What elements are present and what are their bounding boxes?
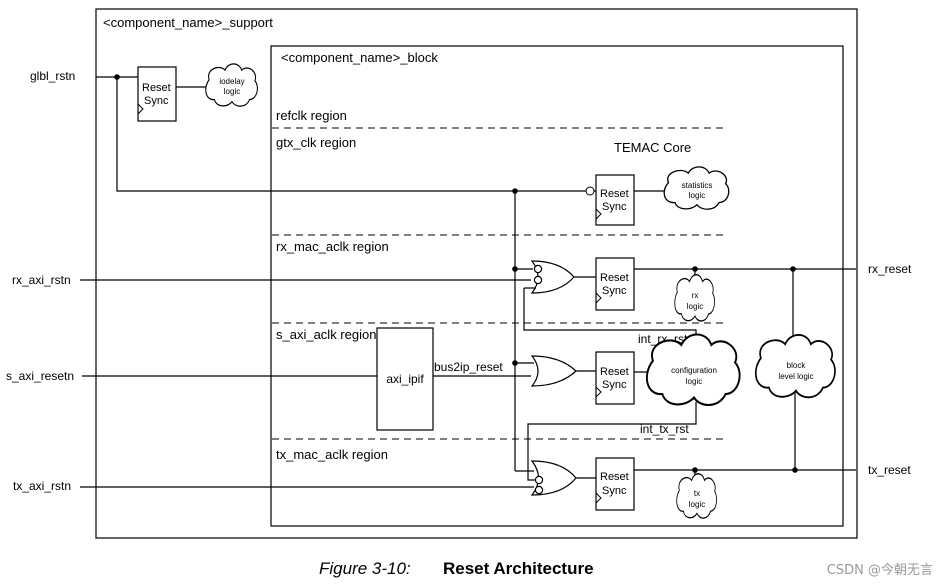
region-label-s-axi-aclk: s_axi_aclk region xyxy=(276,327,376,342)
inverter-bubble xyxy=(533,264,543,274)
output-tx-reset: tx_reset xyxy=(868,463,911,477)
cloud-label: logic xyxy=(689,191,705,200)
cloud-label: rx xyxy=(692,291,699,300)
reset-sync-label: Reset xyxy=(600,471,629,483)
component-block-title: <component_name>_block xyxy=(281,50,438,65)
signal-bus2ip-reset: bus2ip_reset xyxy=(434,360,503,374)
temac-core-label: TEMAC Core xyxy=(614,140,691,155)
reset-sync-iodelay xyxy=(137,66,177,122)
cloud-label: configuration xyxy=(671,366,717,375)
clock-marker xyxy=(595,492,602,504)
reset-sync-label: Reset xyxy=(600,272,629,284)
inverter-bubble xyxy=(533,275,543,285)
axi-ipif-label: axi_ipif xyxy=(386,372,424,386)
clock-marker xyxy=(595,386,602,398)
clock-marker xyxy=(137,103,144,115)
reset-sync-config xyxy=(595,351,635,405)
output-rx-reset: rx_reset xyxy=(868,262,912,276)
region-label-gtx-clk: gtx_clk region xyxy=(276,135,356,150)
reset-sync-label: Reset xyxy=(600,188,629,200)
inverter-bubble xyxy=(534,475,544,485)
reset-sync-gtx xyxy=(595,174,635,226)
cloud-label: logic xyxy=(224,87,240,96)
figure-caption-number: Figure 3-10: xyxy=(319,559,411,578)
cloud-label: tx xyxy=(694,489,700,498)
reset-sync-label: Sync xyxy=(602,485,627,497)
clock-marker xyxy=(595,292,602,304)
inverter-bubble xyxy=(534,485,544,495)
reset-sync-label: Sync xyxy=(602,379,627,391)
reset-sync-label: Sync xyxy=(602,285,627,297)
signal-int-tx-rst: int_tx_rst xyxy=(640,422,689,436)
reset-sync-label: Sync xyxy=(144,95,169,107)
reset-sync-label: Reset xyxy=(600,366,629,378)
support-block-title: <component_name>_support xyxy=(103,15,273,30)
or-gate-config xyxy=(530,355,577,387)
reset-sync-label: Reset xyxy=(142,82,171,94)
figure-caption-title: Reset Architecture xyxy=(443,559,594,578)
region-label-tx-mac-aclk: tx_mac_aclk region xyxy=(276,447,388,462)
wire-int-tx-rst xyxy=(527,402,697,481)
cloud-label: iodelay xyxy=(219,77,244,86)
cloud-label: block xyxy=(787,361,807,370)
reset-sync-rx xyxy=(595,257,635,311)
cloud-label: level logic xyxy=(778,372,813,381)
region-label-refclk: refclk region xyxy=(276,108,347,123)
region-label-rx-mac-aclk: rx_mac_aclk region xyxy=(276,239,389,254)
axi-ipif-block xyxy=(376,327,434,431)
cloud-label: logic xyxy=(687,302,703,311)
cloud-label: logic xyxy=(686,377,702,386)
input-tx-axi-rstn: tx_axi_rstn xyxy=(13,479,71,493)
wire-glbl-to-gtx xyxy=(116,77,586,192)
watermark: CSDN @今朝无言 xyxy=(827,562,933,578)
clock-marker xyxy=(595,208,602,220)
input-s-axi-resetn: s_axi_resetn xyxy=(6,369,74,383)
reset-sync-label: Sync xyxy=(602,201,627,213)
reset-sync-tx xyxy=(595,457,635,511)
input-rx-axi-rstn: rx_axi_rstn xyxy=(12,273,71,287)
cloud-label: statistics xyxy=(682,181,713,190)
input-glbl-rstn: glbl_rstn xyxy=(30,69,75,83)
cloud-label: logic xyxy=(689,500,705,509)
